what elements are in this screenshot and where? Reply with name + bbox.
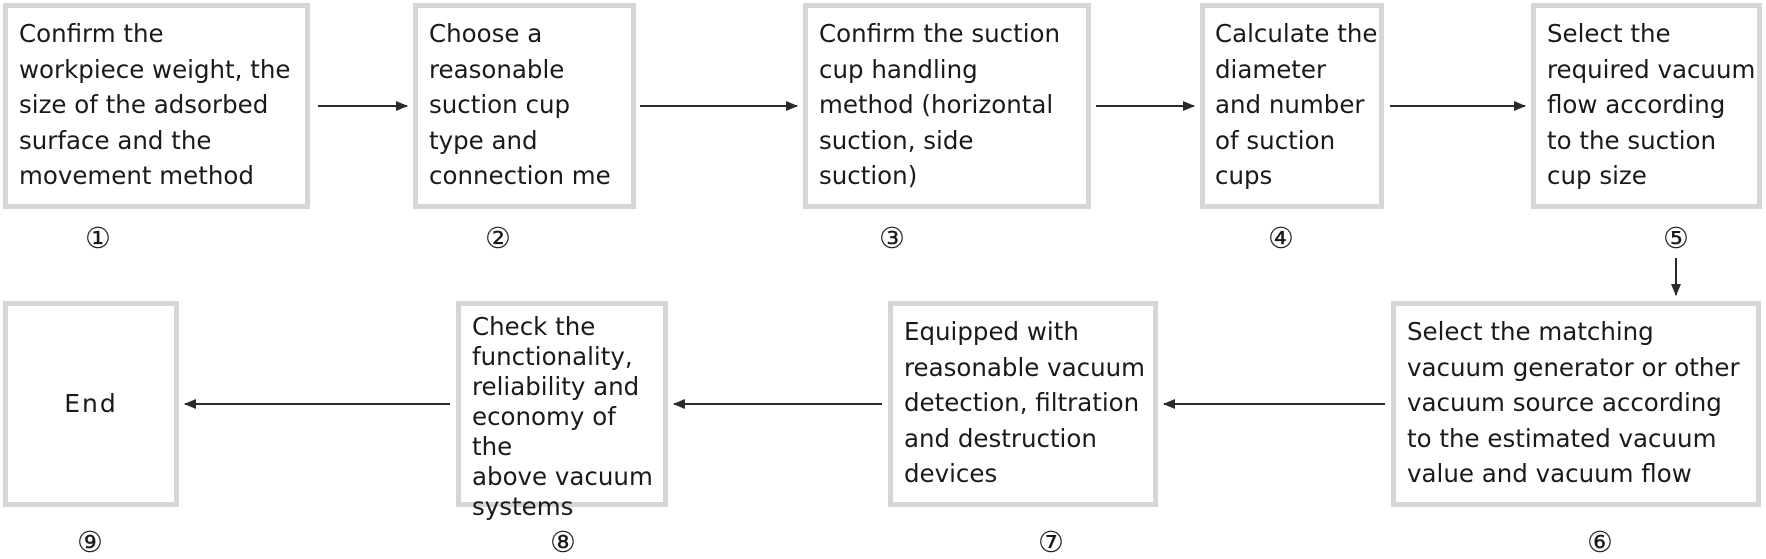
step-1-number: ① <box>85 221 111 255</box>
step-4-number: ④ <box>1268 221 1294 255</box>
step-9-number: ⑨ <box>77 525 103 559</box>
step-9-end-box: End <box>3 301 179 507</box>
step-5-box: Select the required vacuum flow accordin… <box>1531 3 1762 209</box>
step-8-box: Check the functionality, reliability and… <box>456 301 668 521</box>
step-3-box: Confirm the suction cup handling method … <box>803 3 1091 209</box>
step-6-box: Select the matching vacuum generator or … <box>1391 301 1761 507</box>
step-3-number: ③ <box>879 221 905 255</box>
step-2-box: Choose a reasonable suction cup type and… <box>413 3 636 209</box>
step-8-number: ⑧ <box>550 525 576 559</box>
step-7-number: ⑦ <box>1038 525 1064 559</box>
step-2-number: ② <box>485 221 511 255</box>
step-7-box: Equipped with reasonable vacuum detectio… <box>888 301 1158 507</box>
step-5-number: ⑤ <box>1663 221 1689 255</box>
step-4-box: Calculate the diameter and number of suc… <box>1200 3 1384 209</box>
step-6-number: ⑥ <box>1587 525 1613 559</box>
step-1-box: Confirm the workpiece weight, the size o… <box>3 3 310 209</box>
